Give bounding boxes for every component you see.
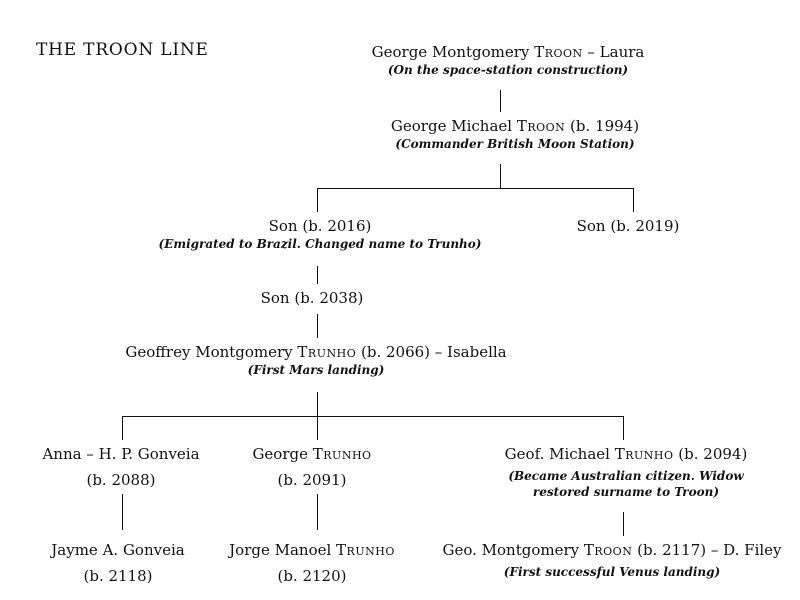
node-name: Geof. Michael Trunho (b. 2094) (504, 445, 748, 463)
node-name: Son (b. 2038) (260, 289, 364, 307)
connector-geof-geo (623, 512, 624, 536)
node-geoffrey-montgomery-trunho: Geoffrey Montgomery Trunho (b. 2066) – I… (125, 342, 506, 378)
node-anna-gonveia: Anna – H. P. Gonveia (b. 2088) (42, 444, 199, 490)
node-note: (First Mars landing) (247, 363, 385, 377)
node-note: (First successful Venus landing) (503, 565, 721, 579)
node-name: Geoffrey Montgomery Trunho (b. 2066) – I… (125, 343, 507, 361)
node-name: George Montgomery Troon – Laura (371, 43, 645, 61)
node-name: George Michael Troon (b. 1994) (390, 117, 640, 135)
node-jayme-gonveia: Jayme A. Gonveia (b. 2118) (51, 540, 184, 586)
node-note: (On the space-station construction) (387, 63, 629, 77)
node-george-montgomery-troon: George Montgomery Troon – Laura (On the … (372, 42, 645, 78)
node-born: (b. 2091) (277, 471, 347, 489)
node-george-trunho: George Trunho (b. 2091) (252, 444, 371, 490)
connector-george-jorge (317, 494, 318, 530)
node-name: Son (b. 2016) (268, 217, 372, 235)
node-name: Son (b. 2019) (576, 217, 680, 235)
node-born: (b. 2120) (277, 567, 347, 585)
connector-g2-branch (317, 188, 634, 189)
connector-branch-anna (122, 416, 123, 440)
connector-g4-g5 (317, 314, 318, 338)
node-note-line-2: restored surname to Troon) (532, 485, 720, 499)
node-name: Geo. Montgomery Troon (b. 2117) – D. Fil… (442, 541, 782, 559)
connector-g2-down (500, 164, 501, 188)
connector-g5-down (317, 392, 318, 416)
node-son-2016: Son (b. 2016) (Emigrated to Brazil. Chan… (159, 216, 482, 252)
connector-g5-branch (122, 416, 624, 417)
connector-branch-george-trunho (317, 416, 318, 440)
diagram-title: THE TROON LINE (36, 40, 209, 60)
node-born: (b. 2118) (83, 567, 153, 585)
node-name: Jayme A. Gonveia (51, 541, 185, 559)
connector-branch-son-2019 (633, 188, 634, 212)
node-name: George Trunho (252, 445, 372, 463)
node-note: (Emigrated to Brazil. Changed name to Tr… (158, 237, 482, 251)
connector-g3-g4 (317, 266, 318, 284)
node-jorge-manoel-trunho: Jorge Manoel Trunho (b. 2120) (229, 540, 395, 586)
node-name: Anna – H. P. Gonveia (42, 445, 200, 463)
node-geo-montgomery-troon: Geo. Montgomery Troon (b. 2117) – D. Fil… (442, 540, 781, 580)
node-son-2019: Son (b. 2019) (577, 216, 680, 236)
connector-anna-jayme (122, 494, 123, 530)
node-geof-michael-trunho: Geof. Michael Trunho (b. 2094) (Became A… (505, 444, 748, 500)
node-son-2038: Son (b. 2038) (261, 288, 364, 308)
connector-branch-geof-michael (623, 416, 624, 440)
node-george-michael-troon: George Michael Troon (b. 1994) (Commande… (391, 116, 639, 152)
node-name: Jorge Manoel Trunho (229, 541, 395, 559)
node-born: (b. 2088) (86, 471, 156, 489)
node-note: (Commander British Moon Station) (395, 137, 635, 151)
connector-branch-son-2016 (317, 188, 318, 212)
node-note-line-1: (Became Australian citizen. Widow (508, 469, 744, 483)
connector-g1-g2 (500, 90, 501, 112)
